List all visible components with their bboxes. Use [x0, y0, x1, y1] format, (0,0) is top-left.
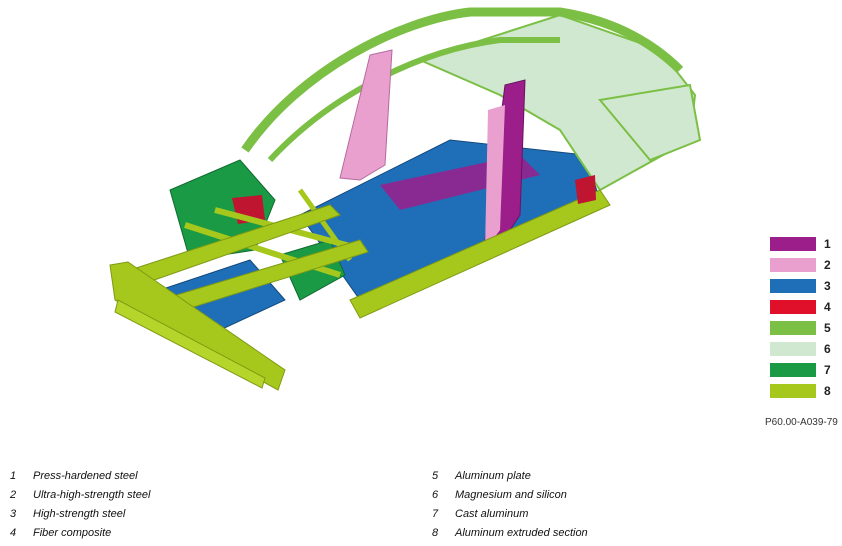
material-key-right: 5 Aluminum plate 6 Magnesium and silicon…: [432, 466, 588, 542]
key-item: 8 Aluminum extruded section: [432, 523, 588, 542]
material-key-left: 1 Press-hardened steel 2 Ultra-high-stre…: [10, 466, 150, 542]
legend-item: 6: [770, 338, 840, 359]
key-number: 1: [10, 469, 17, 482]
legend-swatch: [770, 257, 816, 272]
legend-number: 2: [824, 257, 831, 272]
material-color-legend: 1 2 3 4 5 6 7 8: [770, 233, 840, 401]
key-label: Magnesium and silicon: [455, 488, 567, 501]
front-bumper-beam: [109, 261, 286, 391]
legend-swatch: [770, 341, 816, 356]
legend-swatch: [770, 320, 816, 335]
legend-item: 8: [770, 380, 840, 401]
key-item: 3 High-strength steel: [10, 504, 150, 523]
bumper-crossbar: [114, 299, 266, 389]
key-item: 4 Fiber composite: [10, 523, 150, 542]
key-label: High-strength steel: [33, 507, 126, 520]
legend-number: 6: [824, 341, 831, 356]
legend-item: 4: [770, 296, 840, 317]
key-number: 4: [10, 526, 17, 539]
legend-number: 1: [824, 236, 831, 251]
key-item: 1 Press-hardened steel: [10, 466, 150, 485]
side-sill: [349, 189, 611, 319]
key-label: Fiber composite: [33, 526, 112, 539]
key-label: Aluminum extruded section: [455, 526, 588, 539]
car-body-structure-illustration: [109, 7, 702, 391]
legend-item: 7: [770, 359, 840, 380]
key-number: 6: [432, 488, 439, 501]
key-item: 2 Ultra-high-strength steel: [10, 485, 150, 504]
b-pillar: [339, 49, 393, 181]
legend-number: 4: [824, 299, 831, 314]
legend-item: 5: [770, 317, 840, 338]
legend-swatch: [770, 362, 816, 377]
key-item: 5 Aluminum plate: [432, 466, 588, 485]
legend-number: 8: [824, 383, 831, 398]
legend-number: 7: [824, 362, 831, 377]
key-number: 2: [10, 488, 17, 501]
key-label: Ultra-high-strength steel: [33, 488, 151, 501]
legend-number: 5: [824, 320, 831, 335]
legend-swatch: [770, 299, 816, 314]
key-number: 5: [432, 469, 439, 482]
key-item: 7 Cast aluminum: [432, 504, 588, 523]
legend-number: 3: [824, 278, 831, 293]
legend-item: 3: [770, 275, 840, 296]
key-item: 6 Magnesium and silicon: [432, 485, 588, 504]
key-number: 8: [432, 526, 439, 539]
legend-swatch: [770, 278, 816, 293]
fiber-composite-rear: [575, 175, 596, 204]
key-label: Aluminum plate: [455, 469, 531, 482]
legend-item: 1: [770, 233, 840, 254]
legend-item: 2: [770, 254, 840, 275]
roof-frame: [241, 7, 684, 153]
key-number: 7: [432, 507, 439, 520]
key-label: Cast aluminum: [455, 507, 529, 520]
figure-reference-code: P60.00-A039-79: [765, 417, 838, 428]
c-pillar-inner: [485, 105, 505, 250]
rear-panel: [598, 83, 702, 162]
legend-swatch: [770, 236, 816, 251]
key-number: 3: [10, 507, 17, 520]
key-label: Press-hardened steel: [33, 469, 138, 482]
legend-swatch: [770, 383, 816, 398]
